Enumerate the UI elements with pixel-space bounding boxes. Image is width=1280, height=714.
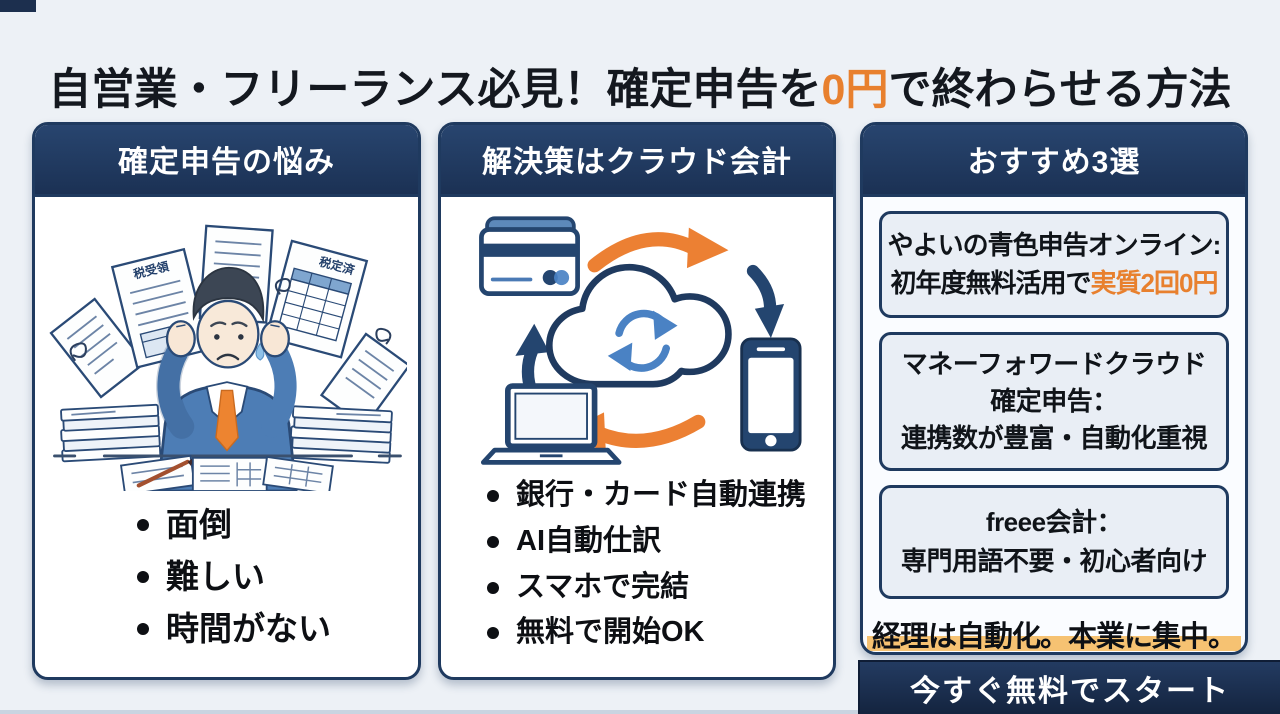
bullet-item: 銀行・カード自動連携 — [487, 473, 833, 519]
corner-mark — [0, 0, 36, 12]
recommendations-card-header: おすすめ3選 — [863, 125, 1245, 197]
stress-squiggles — [69, 278, 391, 362]
solution-card: 解決策はクラウド会計 — [438, 122, 836, 680]
bullet-item: 無料で開始OK — [487, 610, 833, 656]
title-highlight-0yen: 0円 — [821, 65, 889, 114]
paper-sheet-tax-right: 税定済 — [264, 239, 368, 359]
laptop-icon — [480, 383, 622, 465]
moneyforward-line1: マネーフォワードクラウド — [901, 349, 1207, 380]
paper-stack-left — [59, 403, 161, 463]
bullet-item: 面倒 — [137, 499, 418, 551]
summary-highlight-text: 経理は自動化。本業に集中。 — [867, 613, 1241, 652]
desk-document-right — [261, 455, 334, 491]
solution-card-header: 解決策はクラウド会計 — [441, 125, 833, 197]
desk-document-center — [191, 456, 268, 491]
cloud-sync-illustration — [479, 216, 802, 465]
title-pre: 自営業・フリーランス必見！確定申告を — [48, 65, 822, 114]
bullet-label: スマホで完結 — [516, 570, 690, 603]
yayoi-line2-highlight: 実質2回0円 — [1090, 267, 1219, 298]
cta-start-free-button[interactable]: 今すぐ無料でスタート — [858, 660, 1280, 714]
bullet-dot — [487, 489, 499, 502]
bullet-dot — [487, 581, 499, 594]
bullet-dot — [487, 627, 499, 640]
recommendations-body: やよいの青色申告オンライン: 初年度無料活用で実質2回0円 マネーフォワードクラ… — [863, 197, 1245, 652]
recommendation-yayoi-line1: やよいの青色申告オンライン: — [887, 230, 1222, 260]
bullet-label: 無料で開始OK — [516, 616, 705, 649]
bullet-dot — [137, 571, 149, 584]
recommendation-yayoi-line2: 初年度無料活用で実質2回0円 — [884, 265, 1224, 303]
moneyforward-line3: 連携数が豊富・自動化重視 — [900, 423, 1208, 454]
recommendation-moneyforward: マネーフォワードクラウド 確定申告： 連携数が豊富・自動化重視 — [879, 332, 1229, 472]
bullet-dot — [487, 535, 499, 548]
bullet-item: スマホで完結 — [487, 565, 833, 611]
bullet-item: 難しい — [137, 551, 418, 603]
yayoi-line2-pre: 初年度無料活用で — [890, 267, 1092, 298]
bullet-label: 難しい — [166, 558, 265, 596]
recommendation-yayoi: やよいの青色申告オンライン: 初年度無料活用で実質2回0円 — [879, 211, 1229, 319]
solution-list: 銀行・カード自動連携 AI自動仕訳 スマホで完結 無料で開始OK — [487, 473, 833, 656]
cloud-icon — [546, 263, 732, 388]
problems-list: 面倒 難しい 時間がない — [137, 499, 418, 655]
bottom-divider — [0, 710, 1280, 714]
credit-card-icon — [479, 216, 580, 296]
bullet-item: 時間がない — [137, 603, 418, 655]
desk-document-left — [119, 454, 196, 491]
moneyforward-line2: 確定申告： — [990, 386, 1118, 417]
bullet-label: 面倒 — [166, 506, 232, 543]
smartphone-icon — [740, 337, 802, 452]
sync-cycle-arrows — [515, 227, 785, 453]
stressed-person-illustration: 税受領 税定済 — [48, 224, 407, 491]
bullet-label: AI自動仕訳 — [516, 524, 662, 557]
bullet-dot — [137, 519, 149, 532]
sync-icon — [607, 309, 678, 372]
recommendations-card: おすすめ3選 やよいの青色申告オンライン: 初年度無料活用で実質2回0円 マネー… — [860, 122, 1248, 655]
bullet-dot — [137, 623, 149, 636]
problems-card-header: 確定申告の悩み — [35, 125, 418, 197]
paper-stack-right — [288, 405, 393, 464]
freee-line2: 専門用語不要・初心者向け — [900, 546, 1208, 577]
bullet-label: 時間がない — [166, 610, 331, 648]
problems-card: 確定申告の悩み 税受領 — [32, 122, 421, 680]
recommendation-freee: freee会計： 専門用語不要・初心者向け — [879, 485, 1229, 600]
title-post: で終わらせる方法 — [888, 65, 1232, 114]
bullet-label: 銀行・カード自動連携 — [516, 479, 807, 511]
paper-sheet — [48, 297, 146, 399]
freee-line1: freee会計： — [985, 507, 1123, 538]
page-title: 自営業・フリーランス必見！確定申告を0円で終わらせる方法 — [0, 55, 1280, 117]
bullet-item: AI自動仕訳 — [487, 519, 833, 565]
